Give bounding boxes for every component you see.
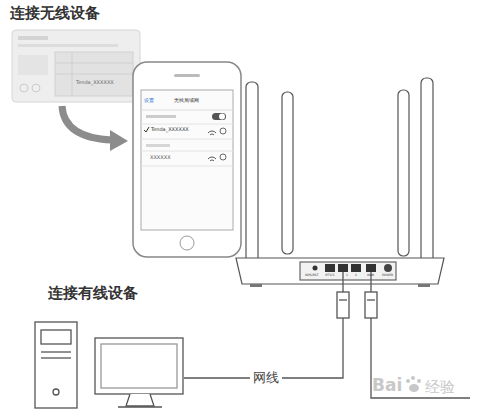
watermark-logo <box>406 376 421 392</box>
section-heading: 连接无线设备 <box>10 5 100 22</box>
port-label: WPS/RST <box>305 274 319 277</box>
ssid-label: Tenda_XXXXXX <box>76 80 114 86</box>
port-label: POWER <box>382 274 393 277</box>
network-cable <box>184 272 470 398</box>
watermark: Bai <box>372 376 402 395</box>
port-label: WAN <box>367 274 374 277</box>
screen-title: 无线局域网 <box>174 98 199 104</box>
port-label: 1 <box>346 274 348 277</box>
watermark: 经验 <box>425 379 455 396</box>
router-label-card <box>12 30 140 102</box>
ssid-label: XXXXXX <box>150 155 171 161</box>
desktop-computer <box>35 322 183 408</box>
wireless-router <box>236 78 444 287</box>
port-label: 2 <box>355 274 357 277</box>
cable-label: 网线 <box>250 371 282 385</box>
section-heading: 连接有线设备 <box>48 285 138 302</box>
back-link: 设置 <box>144 98 154 104</box>
ssid-label: Tenda_XXXXXX <box>151 127 189 133</box>
guide-arrow <box>62 106 128 151</box>
port-label: IPTV/3 <box>325 274 335 277</box>
smartphone <box>133 62 241 257</box>
